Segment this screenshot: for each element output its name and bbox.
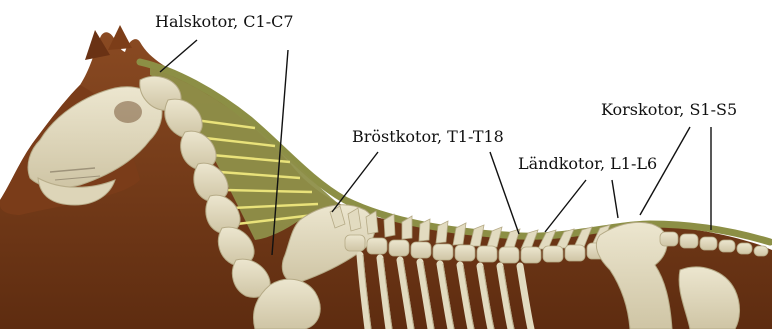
- leader-line-lumbar: [545, 180, 586, 232]
- label-cervical-vertebrae: Halskotor, C1-C7: [155, 13, 294, 31]
- leader-line-cervical: [160, 40, 197, 72]
- leader-line-thoracic-2: [490, 152, 519, 234]
- label-thoracic-vertebrae: Bröstkotor, T1-T18: [352, 128, 504, 146]
- label-lumbar-vertebrae: Ländkotor, L1-L6: [518, 155, 657, 173]
- label-sacral-vertebrae: Korskotor, S1-S5: [601, 101, 737, 119]
- leader-line-lumbar-2: [612, 180, 618, 218]
